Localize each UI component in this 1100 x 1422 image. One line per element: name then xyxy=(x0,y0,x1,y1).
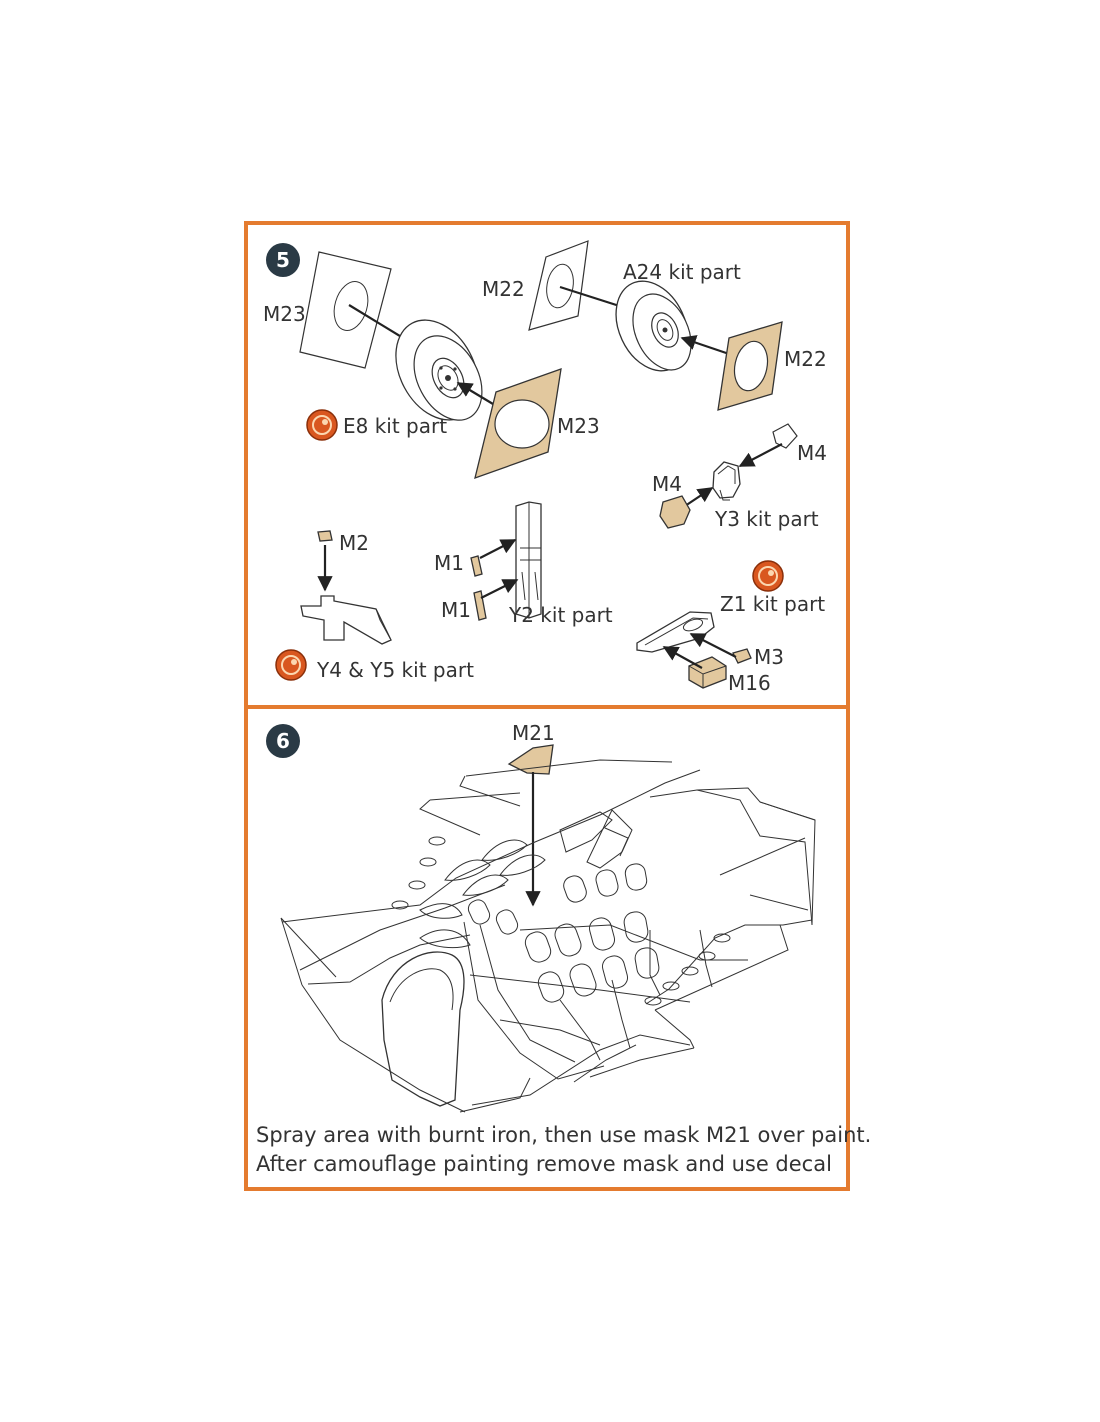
part-y4-y5 xyxy=(300,595,392,645)
arrow-m16 xyxy=(662,646,703,669)
label-e8-kit-part: E8 kit part xyxy=(343,414,447,438)
mask-m22-outer-hole xyxy=(546,263,574,309)
part-z1 xyxy=(636,611,715,653)
label-m22-top: M22 xyxy=(482,277,525,301)
label-m23-left: M23 xyxy=(263,302,306,326)
step-5-panel: 5 M23 M23 xyxy=(263,240,827,695)
arrow-m23-mask-to-hub xyxy=(456,382,499,408)
step-number-6: 6 xyxy=(276,729,290,753)
paint-icon xyxy=(306,409,338,441)
arrow-m4-top xyxy=(738,443,783,467)
label-z1-kit-part: Z1 kit part xyxy=(720,592,825,616)
instruction-note-line-1: Spray area with burnt iron, then use mas… xyxy=(256,1123,871,1147)
part-y3 xyxy=(712,461,741,501)
label-y3-kit-part: Y3 kit part xyxy=(714,507,819,531)
step-badge-6 xyxy=(266,724,300,758)
y4-y5-group: M2 Y4 & Y5 kit part xyxy=(275,530,474,682)
mask-m2 xyxy=(317,530,333,542)
left-wheel-group: M23 M23 E8 kit part xyxy=(263,251,600,480)
label-m1-bottom: M1 xyxy=(441,598,471,622)
step-badge-5 xyxy=(266,243,300,277)
label-m16: M16 xyxy=(728,671,771,695)
mask-m4-left xyxy=(659,495,691,529)
label-m22-right: M22 xyxy=(784,347,827,371)
mask-m1-bottom xyxy=(473,590,487,621)
label-y2-kit-part: Y2 kit part xyxy=(508,603,613,627)
mask-m3 xyxy=(732,648,752,664)
arrow-m1-bottom xyxy=(480,579,519,599)
mask-m23-outer xyxy=(299,251,392,369)
mask-m23-outer-hole xyxy=(333,281,369,331)
z1-group: Z1 kit part M3 M16 xyxy=(636,560,825,695)
label-m23-bottom: M23 xyxy=(557,414,600,438)
label-m2: M2 xyxy=(339,531,369,555)
arrow-m3 xyxy=(689,633,737,658)
label-y4-y5-kit-part: Y4 & Y5 kit part xyxy=(316,658,474,682)
label-m4-top: M4 xyxy=(797,441,827,465)
wheel-a24 xyxy=(615,280,692,372)
label-a24-kit-part: A24 kit part xyxy=(623,260,741,284)
instruction-note-line-2: After camouflage painting remove mask an… xyxy=(256,1152,832,1176)
part-y2 xyxy=(515,501,542,619)
paint-icon xyxy=(275,649,307,681)
mask-m22-inner-hole xyxy=(733,340,769,392)
label-m21: M21 xyxy=(512,721,555,745)
label-m1-top: M1 xyxy=(434,551,464,575)
right-wheel-group: M22 A24 kit part M22 xyxy=(482,240,827,411)
arrow-m1-top xyxy=(479,539,517,559)
label-m3: M3 xyxy=(754,645,784,669)
step-number-5: 5 xyxy=(276,248,290,272)
y3-group: M4 M4 Y3 kit part xyxy=(652,423,827,531)
y2-group: M1 M1 Y2 kit part xyxy=(434,501,613,627)
paint-icon xyxy=(752,560,784,592)
step-6-panel: 6 M21 xyxy=(256,721,871,1176)
label-m4-left: M4 xyxy=(652,472,682,496)
mask-m1-top xyxy=(470,555,483,577)
mask-m22-outer xyxy=(528,240,589,331)
mask-m23-inner-hole xyxy=(494,399,550,449)
airframe-drawing xyxy=(280,759,816,1113)
mask-m4-top xyxy=(772,423,798,449)
